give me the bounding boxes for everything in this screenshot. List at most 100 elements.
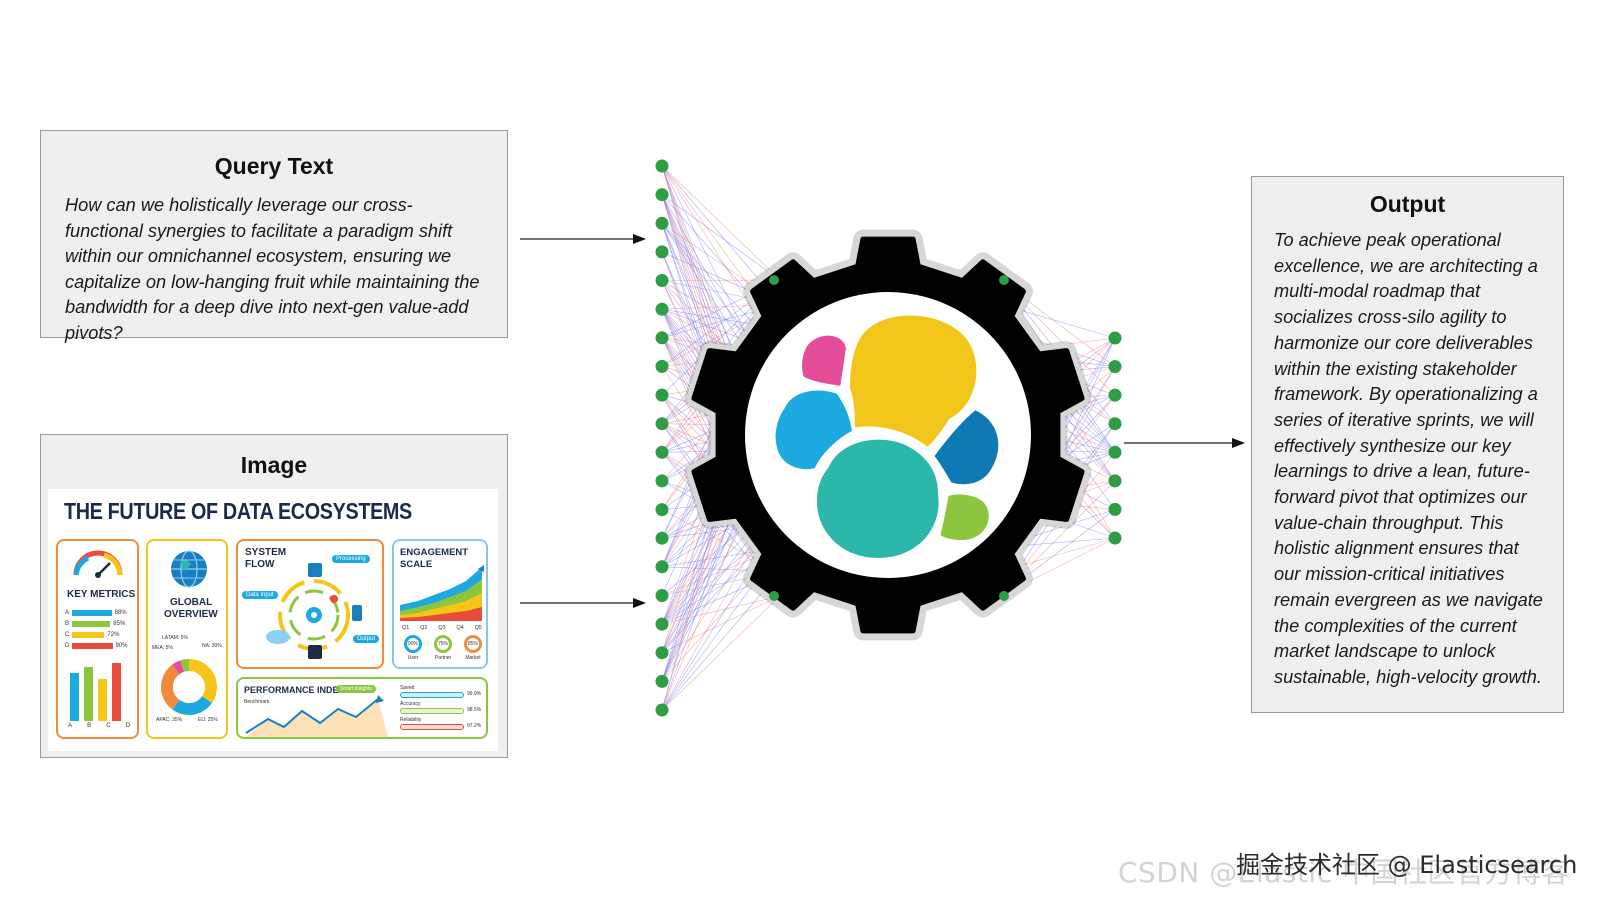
input-connection-line (661, 595, 781, 711)
performance-metric-value: 97.2% (467, 723, 482, 729)
performance-metric-name: Speed (400, 685, 415, 691)
output-panel: Output To achieve peak operational excel… (1251, 176, 1564, 713)
logo-blue-blob (929, 405, 1003, 489)
region-label: MEA: 5% (152, 645, 173, 651)
output-node (1108, 445, 1122, 459)
input-node (655, 560, 669, 574)
key-metric-value: 85% (113, 620, 126, 627)
performance-index-card: PERFORMANCE INDEX Smart Insights Benchma… (236, 677, 488, 739)
processing-tag: Processing (332, 555, 370, 563)
performance-index-label: PERFORMANCE INDEX (244, 685, 345, 695)
output-node (1108, 331, 1122, 345)
key-metrics-bar-chart (70, 663, 121, 721)
input-node (655, 589, 669, 602)
input-node (655, 646, 669, 660)
output-node (1108, 417, 1122, 431)
key-metric-column-label: B (87, 723, 92, 729)
input-connection-line (661, 595, 781, 625)
gauge-ring: 90% (404, 635, 422, 653)
output-tag: Output (353, 635, 380, 643)
input-connection-line (661, 194, 781, 281)
input-node (655, 159, 669, 173)
output-text-body: To achieve peak operational excellence, … (1274, 230, 1543, 687)
input-connection-line (661, 165, 781, 281)
output-node (1108, 360, 1122, 374)
smart-insights-tag: Smart Insights (336, 685, 376, 693)
query-panel-title: Query Text (214, 153, 334, 179)
region-label: EU: 25% (198, 717, 218, 723)
key-metric-value: 90% (115, 642, 128, 649)
performance-metric-name: Accuracy (400, 701, 421, 707)
key-metric-value: 88% (114, 609, 127, 616)
input-node (655, 188, 669, 202)
quarter-label: Q2 (420, 625, 428, 631)
performance-metric-bar (400, 708, 464, 714)
input-node (655, 445, 669, 459)
input-connection-line (661, 571, 781, 711)
infographic-title: THE FUTURE OF DATA ECOSYSTEMS (64, 498, 412, 524)
key-metric-bar (72, 631, 105, 638)
key-metrics-label: KEY METRICS (67, 589, 136, 600)
output-node (1108, 388, 1122, 402)
image-panel-title: Image (240, 452, 308, 478)
region-label: NA: 30% (202, 643, 222, 649)
arrow-query-to-network (520, 234, 646, 244)
hidden-node-markers (769, 275, 1009, 601)
output-panel-title: Output (1369, 191, 1446, 217)
system-flow-label-2: FLOW (245, 559, 275, 570)
hidden-node (769, 591, 779, 601)
system-flow-card: SYSTEM FLOW Processing Data Input Output (236, 539, 384, 669)
input-node (655, 302, 669, 316)
performance-line-chart (245, 695, 388, 737)
input-node (655, 359, 669, 373)
logo-teal-blob (812, 435, 943, 563)
gauge-label: User (407, 655, 419, 661)
key-metric-value: 72% (107, 631, 120, 638)
hidden-node (999, 591, 1009, 601)
input-node (655, 245, 669, 259)
engagement-gauges: 90% User 75%Partner 85% Market (400, 635, 486, 661)
juejin-watermark: 掘金技术社区 @ Elasticsearch (1236, 851, 1578, 879)
gauge-ring: 85% (464, 635, 482, 653)
region-label: LATAM: 5% (162, 635, 188, 641)
input-node (655, 216, 669, 230)
system-flow-label-1: SYSTEM (245, 547, 287, 558)
arrow-network-to-output (1124, 438, 1245, 448)
key-metric-column-label: C (106, 723, 111, 729)
engagement-gauge: 75%Partner (430, 635, 456, 661)
query-text-panel: Query Text How can we holistically lever… (40, 130, 508, 343)
quarter-label: Q4 (456, 625, 464, 631)
engagement-area-chart (400, 565, 484, 621)
infographic-image: THE FUTURE OF DATA ECOSYSTEMS KEY METRIC… (48, 489, 498, 751)
input-node (655, 503, 669, 517)
input-node (655, 474, 669, 488)
elastic-gear-logo-icon (684, 229, 1092, 641)
globe-icon (171, 550, 207, 588)
key-metric-name: C (65, 631, 70, 638)
performance-metric-value: 99.9% (467, 691, 482, 697)
logo-green-blob (935, 490, 993, 545)
global-label-1: GLOBAL (170, 597, 213, 608)
gauge-label: Market (465, 655, 481, 661)
key-metric-column-label: A (68, 723, 73, 729)
key-metric-bar (72, 642, 113, 649)
engagement-gauge: 90% User (400, 635, 426, 661)
engagement-label-2: SCALE (400, 559, 433, 570)
key-metric-name: B (65, 620, 70, 627)
engagement-gauge: 85% Market (460, 635, 486, 661)
key-metric-bar (72, 609, 112, 616)
performance-metric-bar (400, 692, 464, 698)
key-metric-row: B 85% (65, 618, 137, 629)
quarter-label: Q5 (474, 625, 482, 631)
hidden-node (769, 275, 779, 285)
key-metric-name: A (65, 609, 70, 616)
